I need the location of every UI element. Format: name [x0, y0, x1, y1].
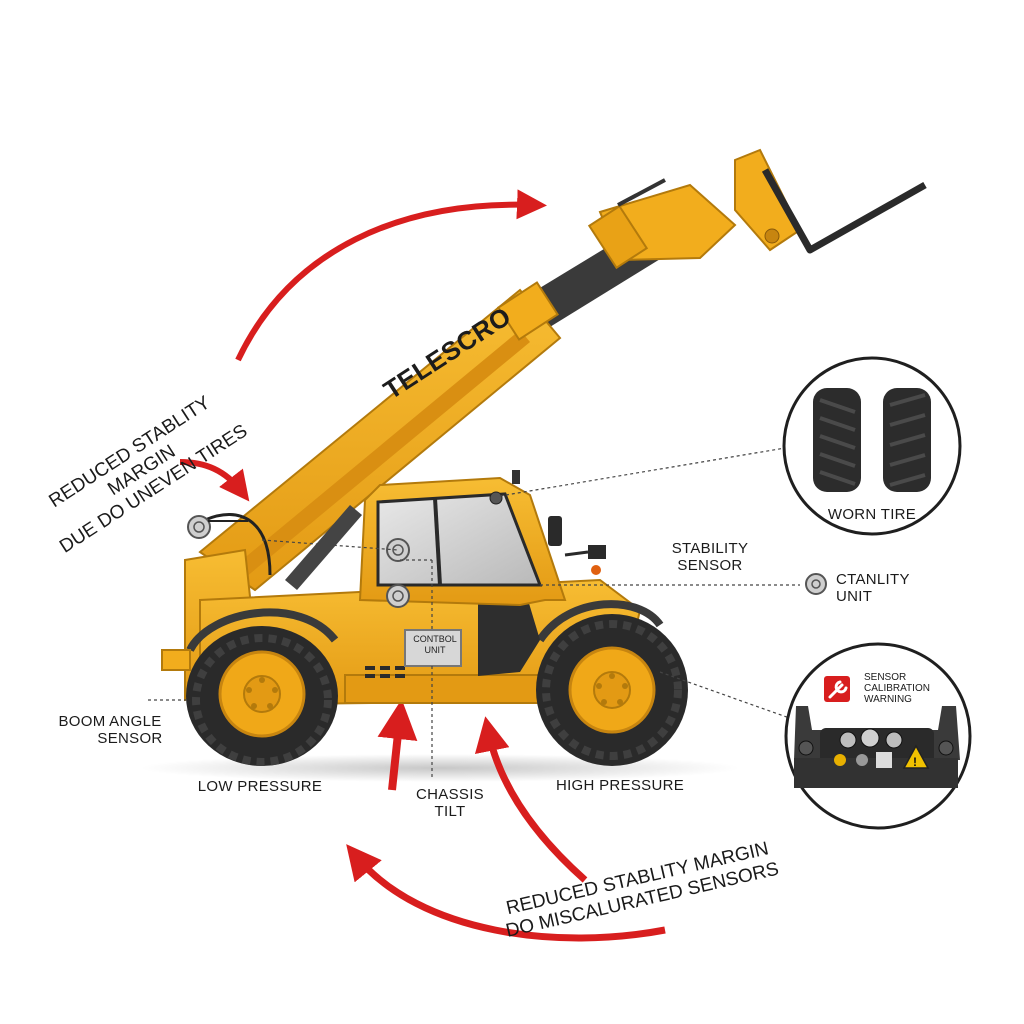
leader-lines: [148, 447, 800, 780]
chassis-tilt-label: CHASSIS TILT: [400, 786, 500, 820]
rear-wheel: [186, 626, 338, 766]
hydraulic-hose: [204, 513, 272, 576]
chassis-tilt-line-2: TILT: [434, 803, 466, 820]
svg-text:!: !: [913, 755, 917, 769]
boom: [198, 148, 927, 592]
stability-sensor-line-1: STABILITY: [671, 540, 749, 557]
stability-sensor-label: STABILITY SENSOR: [655, 540, 765, 574]
arrow-chassis-up: [377, 699, 418, 791]
control-unit-line-1: CONTBOL: [413, 634, 457, 644]
wrench-icon: [824, 676, 850, 702]
sensor-warning-label: SENSOR CALIBRATION WARNING: [864, 672, 954, 705]
front-wheel: [536, 614, 688, 766]
arrow-top-small: [179, 459, 250, 502]
cab: [358, 470, 606, 607]
stability-unit-line-1: CTANLITY: [836, 571, 910, 588]
boom-angle-sensor-label: BOOM ANGLE SENSOR: [50, 713, 170, 747]
control-unit-line-2: UNIT: [424, 645, 446, 655]
sensor-warning-line-1: SENSOR: [864, 672, 907, 683]
dashboard-inset: !: [784, 642, 972, 830]
stability-sensor-line-2: SENSOR: [677, 557, 743, 574]
boom-angle-line-2: SENSOR: [97, 730, 163, 747]
sensor-warning-line-2: CALIBRATION: [864, 683, 930, 694]
worn-tire-label: WORN TIRE: [827, 506, 917, 523]
chassis-tilt-line-1: CHASSIS: [416, 786, 484, 803]
arrow-bottom-curve: [346, 844, 666, 942]
stability-unit-line-2: UNIT: [836, 588, 873, 605]
control-unit-label: CONTBOL UNIT: [408, 634, 462, 656]
gauge-icon: [839, 728, 903, 749]
low-pressure-label: LOW PRESSURE: [197, 778, 323, 795]
arrow-top-curve: [235, 189, 547, 362]
arrow-bottom-small: [474, 716, 588, 883]
stability-unit-label: CTANLITY UNIT: [836, 571, 926, 605]
worn-tire-inset: [782, 356, 962, 536]
sensor-warning-line-3: WARNING: [864, 694, 912, 705]
sensor-icon: [187, 515, 827, 608]
high-pressure-label: HIGH PRESSURE: [555, 777, 685, 794]
boom-angle-line-1: BOOM ANGLE: [58, 713, 162, 730]
warning-triangle-icon: !: [902, 744, 930, 769]
control-unit-box: [404, 629, 462, 667]
